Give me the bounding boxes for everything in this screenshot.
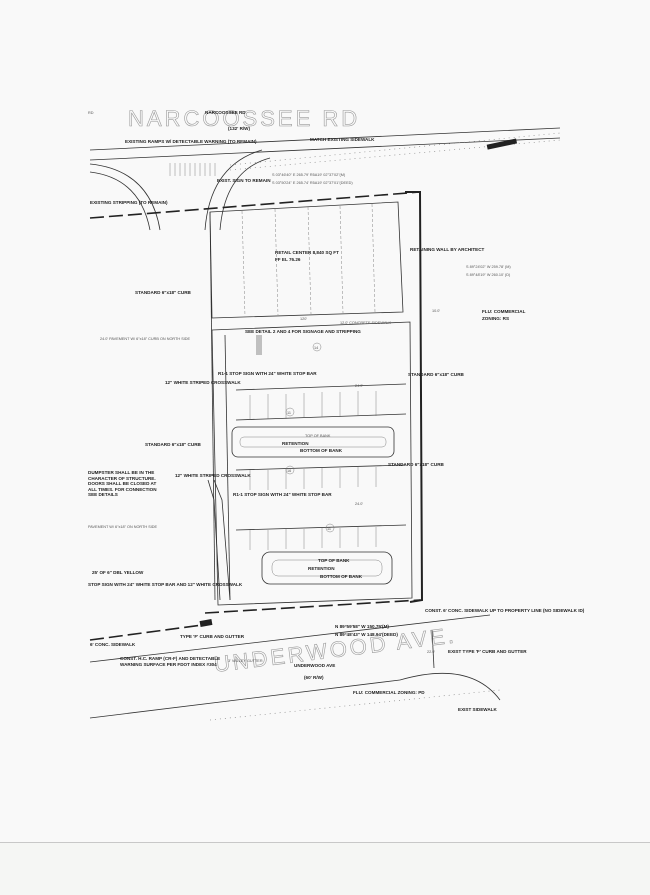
parking-count: 11 — [327, 527, 331, 531]
dimension-120: 120' — [300, 317, 307, 321]
corner-label: RD — [88, 111, 94, 115]
retention-pond-south — [261, 551, 393, 585]
concrete-sidewalk-note: 12.0' CONCRETE SIDEWALK — [340, 321, 391, 325]
parking-count: 11 — [287, 411, 291, 415]
const-sidewalk-note: CONST. 6' CONC. SIDEWALK UP TO PROPERTY … — [425, 608, 585, 613]
dimension-22: 22.0' — [427, 650, 435, 654]
underwood-row-label: (60' R/W) — [304, 675, 324, 680]
retail-center-label: RETAIL CENTER 8,840 SQ FT — [275, 250, 339, 255]
retention-label-2: RETENTION — [308, 566, 335, 571]
bearing-east-deed: S 89°48'19" W 260.10' (D) — [466, 273, 511, 277]
bearing-north-deed: S 03°50'24" E 265.74' R5A19' 02°37'01"(D… — [272, 181, 353, 185]
crosswalk-note-1: 12" WHITE STRIPED CROSSWALK — [165, 380, 241, 385]
zoning-east-label: ZONING: RS — [482, 316, 509, 321]
curb-note-4: STANDARD 6"x18" CURB — [388, 462, 445, 467]
curb-note-3: STANDARD 6"x18" CURB — [145, 442, 202, 447]
bearing-north-measured: S 03°46'40" E 265.79' R5A19' 02°37'02"(M… — [272, 173, 346, 177]
dumpster-note-box: DUMPSTER SHALL BE IN THE CHARACTER OF ST… — [88, 470, 157, 498]
curb-note-1: STANDARD 6"x18" CURB — [135, 290, 192, 295]
narcoossee-road-title: NARCOOSSEE RD — [128, 106, 360, 131]
narcoossee-road-label: NARCOOSSEE RD — [205, 110, 246, 115]
retail-building — [209, 201, 404, 319]
exist-type-f-note: EXIST TYPE 'F' CURB AND GUTTER — [448, 649, 527, 654]
curb-note-2: STANDARD 6"x18" CURB — [408, 372, 465, 377]
parking-count-markers: 14 11 16 11 — [285, 342, 335, 533]
pavement-note: 24.0' PAVEMENT W/ 6"x18" CURB ON NORTH S… — [100, 337, 191, 341]
flu-south-label: FLU: COMMERCIAL ZONING: PD — [353, 690, 425, 695]
top-of-bank-1: TOP OF BANK — [305, 434, 331, 438]
property-boundary — [204, 191, 424, 614]
plan-annotations: EXISTING RAMPS W/ DETECTABLE WARNING (TO… — [88, 137, 585, 712]
stop-sign-note-1: R1-1 STOP SIGN WITH 24" WHITE STOP BAR — [218, 371, 317, 376]
match-sidewalk-note: MATCH EXISTING SIDEWALK — [310, 137, 375, 142]
narcoossee-road — [89, 127, 561, 231]
parking-count: 16 — [287, 469, 291, 473]
retention-pond-north — [231, 426, 395, 458]
hc-ramp-note-box: CONST. H.C. RAMP (CR-F) AND DETECTABLE W… — [120, 656, 221, 667]
flu-east-label: FLU: COMMERCIAL — [482, 309, 526, 314]
double-yellow-note: 25' OF 6" DBL YELLOW — [92, 570, 144, 575]
retention-label-1: RETENTION — [282, 441, 309, 446]
top-of-bank-2: TOP OF BANK — [318, 558, 350, 563]
scan-bottom-band — [0, 842, 650, 895]
underwood-avenue — [89, 614, 501, 721]
existing-ramps-note: EXISTING RAMPS W/ DETECTABLE WARNING (TO… — [125, 139, 257, 144]
crosswalk-note-2: 12" WHITE STRIPED CROSSWALK — [175, 473, 251, 478]
see-detail-note: SEE DETAIL 2 AND 4 FOR SIGNAGE AND STRIP… — [245, 329, 361, 334]
bearing-south-deed: N 89°48'43" W 148.94'(DEED) — [335, 632, 398, 637]
bottom-of-bank-1: BOTTOM OF BANK — [300, 448, 343, 453]
dimension-10: 10.0' — [432, 309, 440, 313]
site-plan-drawing: NARCOOSSEE RD UNDERWOOD AVE. RD NARCOOSS… — [88, 106, 585, 721]
exist-sign-note: EXIST. SIGN TO REMAIN — [217, 178, 271, 183]
exist-sidewalk-note: EXIST SIDEWALK — [458, 707, 497, 712]
finished-floor-elevation: FF EL 76.26 — [275, 257, 301, 262]
stop-sign-note-3: STOP SIGN WITH 24" WHITE STOP BAR AND 12… — [88, 582, 243, 587]
valley-gutter-note: 3' VALLEY GUTTER — [228, 659, 263, 663]
pavement-north-note: PAVEMENT W/ 6"x18" ON NORTH SIDE — [88, 525, 158, 529]
parking-lot — [207, 321, 413, 606]
narcoossee-row-label: (132' R/W) — [228, 126, 250, 131]
bearing-south-measured: N 89°59'58" W 150.79'(M) — [335, 624, 389, 629]
parking-count: 14 — [314, 346, 318, 350]
existing-striping-note: EXISTING STRIPPING (TO REMAIN) — [90, 200, 168, 205]
retaining-wall-note: RETAINING WALL BY ARCHITECT — [410, 247, 485, 252]
bottom-of-bank-2: BOTTOM OF BANK — [320, 574, 363, 579]
underwood-ave-title: UNDERWOOD AVE. — [213, 622, 458, 677]
dimension-24b: 24.0' — [355, 502, 363, 506]
underwood-ave-label: UNDERWOOD AVE — [294, 663, 335, 668]
hc-ramp-note: CONST. H.C. RAMP (CR-F) AND DETECTABLE W… — [120, 656, 221, 667]
drawing-sheet — [0, 0, 650, 842]
stop-sign-note-2: R1-1 STOP SIGN WITH 24" WHITE STOP BAR — [233, 492, 332, 497]
conc-sidewalk-note: 6' CONC. SIDEWALK — [90, 642, 136, 647]
type-f-curb-note: TYPE 'F' CURB AND GUTTER — [180, 634, 245, 639]
dumpster-note: DUMPSTER SHALL BE IN THE CHARACTER OF ST… — [88, 470, 157, 498]
bearing-east-measured: S 89°24'02" W 259.78' (M) — [466, 265, 511, 269]
dimension-24a: 24.0' — [355, 384, 363, 388]
